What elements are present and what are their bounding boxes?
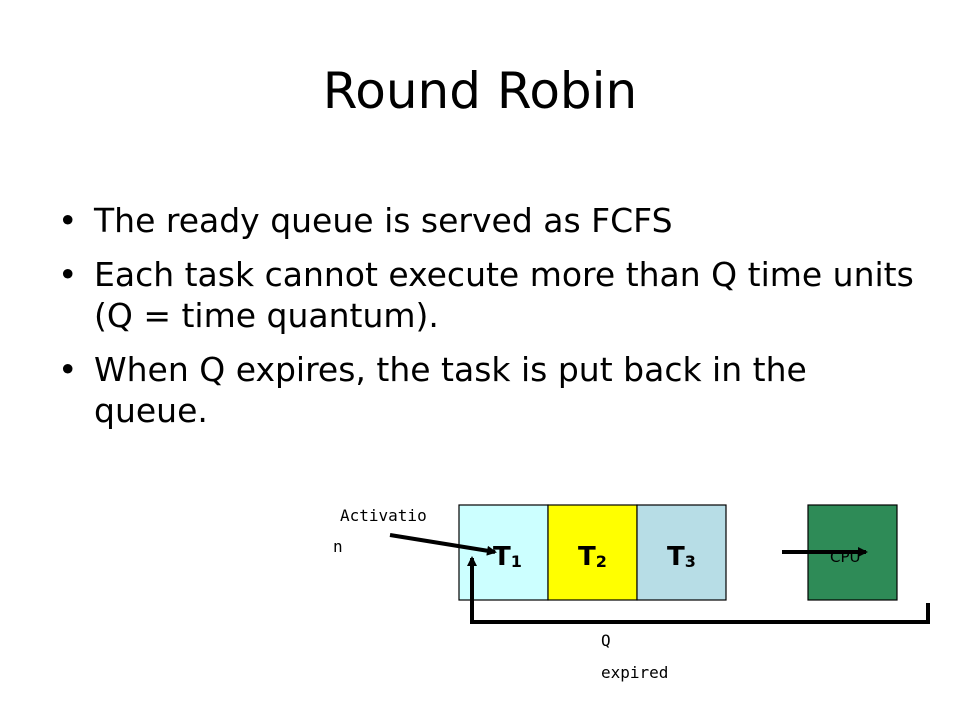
slide-title: Round Robin [322,62,638,120]
bullet-item: • Each task cannot execute more than Q ti… [58,254,918,336]
bullet-item: • The ready queue is served as FCFS [58,200,918,241]
task-label-1: T1 [493,542,522,572]
q-expired-loop-arrow [467,556,930,624]
bullet-text: Each task cannot execute more than Q tim… [94,255,914,335]
bullet-dot-icon: • [58,201,78,240]
activation-label-line1: Activatio [340,506,427,525]
task-letter-2: T [578,542,596,572]
task-box-2 [547,504,638,601]
activation-arrow [389,533,497,556]
task-label-3: T3 [667,542,696,572]
bullet-dot-icon: • [58,350,78,389]
activation-label-line2: n [333,537,343,556]
bullet-text: When Q expires, the task is put back in … [94,350,807,430]
task-letter-1: T [493,542,511,572]
task-letter-3: T [667,542,685,572]
q-expired-label-line1: Q [601,631,611,650]
task-label-2: T2 [578,542,607,572]
q-expired-label-line2: expired [601,663,668,682]
task-index-3: 3 [685,552,696,571]
task-index-1: 1 [511,552,522,571]
task-box-3 [636,504,727,601]
bullet-list: • The ready queue is served as FCFS • Each… [58,200,918,444]
task-index-2: 2 [596,552,607,571]
bullet-item: • When Q expires, the task is put back in… [58,349,918,431]
bullet-text: The ready queue is served as FCFS [94,201,673,240]
bullet-dot-icon: • [58,255,78,294]
